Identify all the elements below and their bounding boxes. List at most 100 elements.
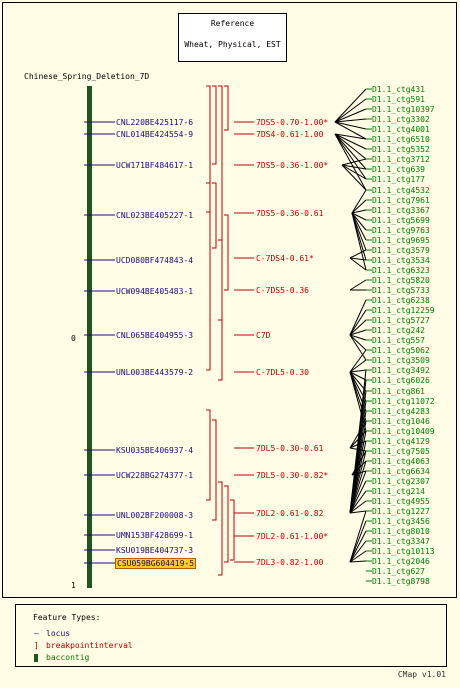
locus-label[interactable]: UCW171BF484617-1 (116, 161, 194, 170)
contig-connector (349, 257, 367, 271)
locus-label[interactable]: UNL003BE443579-2 (116, 368, 194, 377)
contig-label[interactable]: D1.1_ctg3347 (372, 537, 430, 546)
breakpoint-bracket (212, 85, 217, 165)
contig-label[interactable]: D1.1_ctg431 (372, 85, 425, 94)
contig-label[interactable]: D1.1_ctg6510 (372, 135, 430, 144)
contig-label[interactable]: D1.1_ctg3492 (372, 366, 430, 375)
locus-label[interactable]: UNL002BF200008-3 (116, 511, 194, 520)
version-label: CMap v1.01 (397, 670, 446, 679)
locus-label[interactable]: CNL220BE425117-6 (116, 118, 194, 127)
contig-label[interactable]: D1.1_ctg9695 (372, 236, 430, 245)
reference-title: Reference (210, 19, 255, 28)
contig-connector (349, 334, 367, 361)
contig-label[interactable]: D1.1_ctg1046 (372, 417, 430, 426)
contig-label[interactable]: D1.1_ctg591 (372, 95, 425, 104)
locus-label[interactable]: KSU019BE404737-3 (116, 546, 194, 555)
contig-label[interactable]: D1.1_ctg4063 (372, 457, 430, 466)
contig-connector (349, 359, 367, 373)
interval-label[interactable]: 7DS5-0.70-1.00* (256, 118, 329, 127)
interval-label[interactable]: 7DS5-0.36-1.00* (256, 161, 329, 170)
contig-label[interactable]: D1.1_ctg214 (372, 487, 425, 496)
contig-label[interactable]: D1.1_ctg8010 (372, 527, 430, 536)
contig-label[interactable]: D1.1_ctg3509 (372, 356, 430, 365)
interval-label[interactable]: 7DS5-0.36-0.61 (256, 209, 324, 218)
contig-label[interactable]: D1.1_ctg7505 (372, 447, 430, 456)
locus-label[interactable]: UCW094BE405483-1 (116, 287, 194, 296)
contig-label[interactable]: D1.1_ctg4001 (372, 125, 430, 134)
locus-label[interactable]: CNL065BE404955-3 (116, 331, 194, 340)
contig-label[interactable]: D1.1_ctg10409 (372, 427, 435, 436)
contig-label[interactable]: D1.1_ctg861 (372, 387, 425, 396)
contig-label[interactable]: D1.1_ctg4283 (372, 407, 430, 416)
contig-label[interactable]: D1.1_ctg4129 (372, 437, 430, 446)
locus-label[interactable]: UCD080BF474843-4 (116, 256, 194, 265)
contig-label[interactable]: D1.1_ctg12259 (372, 306, 435, 315)
contig-label[interactable]: D1.1_ctg5727 (372, 316, 430, 325)
interval-label[interactable]: 7DL5-0.30-0.82* (256, 471, 329, 480)
locus-label-highlighted[interactable]: CSU059BG604419-5 (114, 558, 197, 569)
contig-connector (351, 189, 367, 214)
contig-label[interactable]: D1.1_ctg639 (372, 165, 425, 174)
interval-label[interactable]: C-7DS5-0.36 (256, 286, 309, 295)
contig-label[interactable]: D1.1_ctg177 (372, 175, 425, 184)
breakpoint-bracket (212, 182, 217, 249)
contig-connector (334, 118, 367, 123)
contig-label[interactable]: D1.1_ctg627 (372, 567, 425, 576)
contig-connector (349, 257, 367, 261)
contig-label[interactable]: D1.1_ctg10397 (372, 105, 435, 114)
tick-label-bottom: 1 (71, 581, 76, 590)
interval-label[interactable]: 7DS4-0.61-1.00 (256, 130, 324, 139)
contig-label[interactable]: D1.1_ctg8798 (372, 577, 430, 586)
locus-label[interactable]: CNL023BE405227-1 (116, 211, 194, 220)
contig-label[interactable]: D1.1_ctg11072 (372, 397, 435, 406)
contig-label[interactable]: D1.1_ctg3579 (372, 246, 430, 255)
breakpoint-bracket (218, 239, 223, 321)
contig-label[interactable]: D1.1_ctg3456 (372, 517, 430, 526)
interval-label[interactable]: C7D (256, 331, 271, 340)
interval-label[interactable]: 7DL2-0.61-1.00* (256, 532, 329, 541)
contig-label[interactable]: D1.1_ctg6634 (372, 467, 430, 476)
bracket-icon: ] (34, 641, 39, 650)
interval-label[interactable]: C-7DL5-0.30 (256, 368, 309, 377)
interval-label[interactable]: C-7DS4-0.61* (256, 254, 314, 263)
interval-label[interactable]: 7DL5-0.30-0.61 (256, 444, 324, 453)
contig-label[interactable]: D1.1_ctg557 (372, 336, 425, 345)
locus-label[interactable]: UCW228BG274377-1 (116, 471, 194, 480)
contig-label[interactable]: D1.1_ctg9763 (372, 226, 430, 235)
contig-label[interactable]: D1.1_ctg5352 (372, 145, 430, 154)
contig-label[interactable]: D1.1_ctg6026 (372, 376, 430, 385)
contig-label[interactable]: D1.1_ctg6238 (372, 296, 430, 305)
contig-connector (334, 121, 367, 140)
interval-label[interactable]: 7DL2-0.61-0.82 (256, 509, 324, 518)
chromosome-bar[interactable] (87, 86, 92, 588)
contig-connector (341, 164, 367, 180)
map-title[interactable]: Chinese_Spring_Deletion_7D (24, 72, 150, 81)
contig-label[interactable]: D1.1_ctg5733 (372, 286, 430, 295)
contig-label[interactable]: D1.1_ctg4955 (372, 497, 430, 506)
contig-label[interactable]: D1.1_ctg3302 (372, 115, 430, 124)
contig-label[interactable]: D1.1_ctg242 (372, 326, 425, 335)
contig-label[interactable]: D1.1_ctg2046 (372, 557, 430, 566)
contig-label[interactable]: D1.1_ctg4532 (372, 186, 430, 195)
contig-label[interactable]: D1.1_ctg3712 (372, 155, 430, 164)
contig-connector (349, 530, 367, 563)
contig-connector (349, 550, 367, 563)
contig-label[interactable]: D1.1_ctg5062 (372, 346, 430, 355)
contig-label[interactable]: D1.1_ctg3534 (372, 256, 430, 265)
contig-label[interactable]: D1.1_ctg10113 (372, 547, 435, 556)
contig-label[interactable]: D1.1_ctg7961 (372, 196, 430, 205)
contig-label[interactable]: D1.1_ctg1227 (372, 507, 430, 516)
contig-connector (349, 490, 367, 514)
locus-label[interactable]: CNL014BE424554-9 (116, 130, 194, 139)
contig-connector (349, 470, 367, 514)
locus-label[interactable]: UMN153BF428699-1 (116, 531, 194, 540)
reference-box[interactable]: Reference Wheat, Physical, EST (178, 13, 287, 62)
contig-label[interactable]: D1.1_ctg5699 (372, 216, 430, 225)
contig-label[interactable]: D1.1_ctg2307 (372, 477, 430, 486)
locus-label[interactable]: KSU035BE406937-4 (116, 446, 194, 455)
contig-label[interactable]: D1.1_ctg6323 (372, 266, 430, 275)
interval-label[interactable]: 7DL3-0.82-1.00 (256, 558, 324, 567)
contig-connector (334, 133, 367, 140)
contig-label[interactable]: D1.1_ctg3367 (372, 206, 430, 215)
contig-label[interactable]: D1.1_ctg5820 (372, 276, 430, 285)
